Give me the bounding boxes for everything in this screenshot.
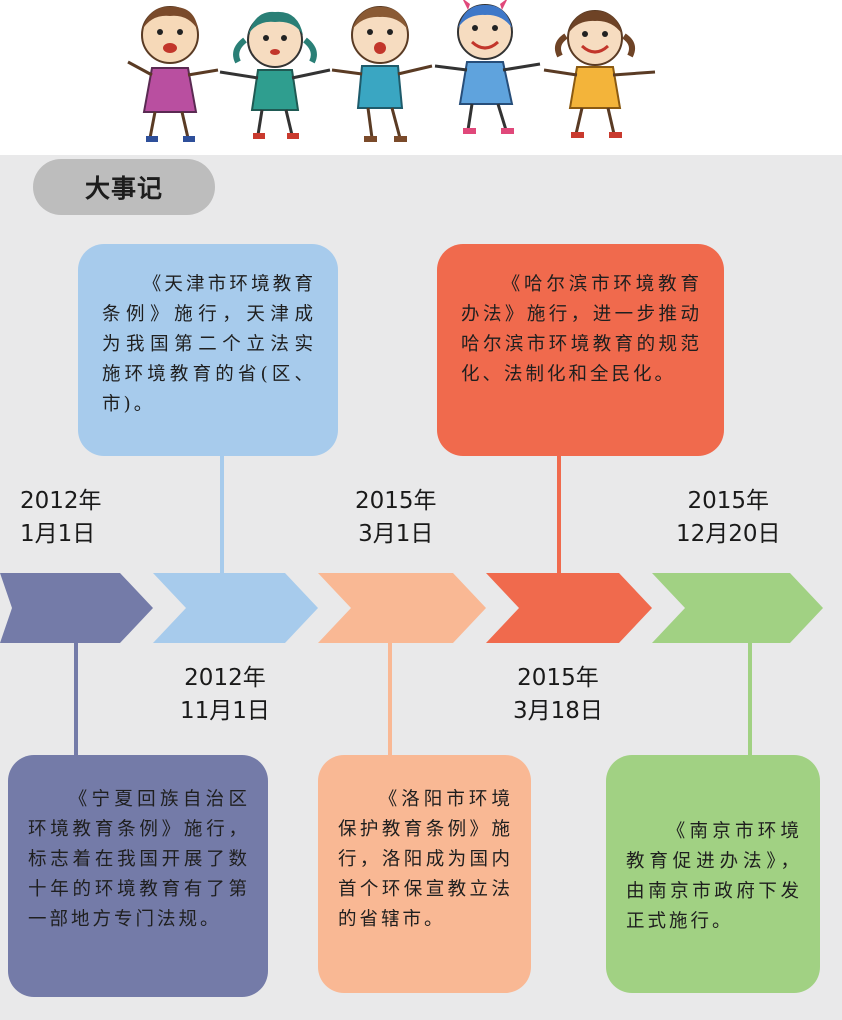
connector-line-5	[748, 632, 752, 760]
event-card-2: 《天津市环境教育条例》施行，天津成为我国第二个立法实施环境教育的省(区、市)。	[78, 244, 338, 456]
timeline-segment-5	[652, 573, 823, 643]
event-card-3: 《洛阳市环境保护教育条例》施行，洛阳成为国内首个环保宣教立法的省辖市。	[318, 755, 531, 993]
timeline-segment-2	[153, 573, 318, 643]
timeline-segment-1	[0, 573, 153, 643]
children-illustration	[127, 0, 656, 142]
event-date-5: 2015年 12月20日	[676, 488, 781, 547]
event-date-4: 2015年 3月18日	[513, 665, 603, 724]
event-card-1-text: 《宁夏回族自治区环境教育条例》施行，标志着在我国开展了数十年的环境教育有了第一部…	[28, 789, 250, 930]
connector-line-2	[220, 448, 224, 576]
connector-line-3	[388, 632, 392, 760]
event-date-3: 2015年 3月1日	[355, 488, 437, 547]
connector-line-4	[557, 448, 561, 576]
event-card-2-text: 《天津市环境教育条例》施行，天津成为我国第二个立法实施环境教育的省(区、市)。	[102, 274, 316, 415]
event-card-4: 《哈尔滨市环境教育办法》施行，进一步推动哈尔滨市环境教育的规范化、法制化和全民化…	[437, 244, 724, 456]
child-figure-5	[543, 10, 656, 138]
event-card-3-text: 《洛阳市环境保护教育条例》施行，洛阳成为国内首个环保宣教立法的省辖市。	[338, 789, 513, 930]
child-figure-2	[219, 11, 331, 139]
connector-line-1	[74, 632, 78, 760]
event-date-1: 2012年 1月1日	[20, 488, 102, 547]
event-card-4-text: 《哈尔滨市环境教育办法》施行，进一步推动哈尔滨市环境教育的规范化、法制化和全民化…	[461, 274, 702, 385]
timeline-arrow-band	[0, 573, 823, 643]
timeline-segment-3	[318, 573, 486, 643]
page-title: 大事记	[84, 174, 163, 203]
event-card-5: 《南京市环境教育促进办法》，由南京市政府下发正式施行。	[606, 755, 820, 993]
child-figure-4	[434, 0, 541, 134]
event-date-2: 2012年 11月1日	[180, 665, 270, 724]
event-card-5-text: 《南京市环境教育促进办法》，由南京市政府下发正式施行。	[626, 821, 802, 932]
timeline-segment-4	[486, 573, 652, 643]
child-figure-3	[331, 6, 433, 142]
event-card-1: 《宁夏回族自治区环境教育条例》施行，标志着在我国开展了数十年的环境教育有了第一部…	[8, 755, 268, 997]
header-illustration-area	[0, 0, 842, 155]
title-pill: 大事记	[33, 159, 215, 215]
child-figure-1	[127, 6, 219, 142]
